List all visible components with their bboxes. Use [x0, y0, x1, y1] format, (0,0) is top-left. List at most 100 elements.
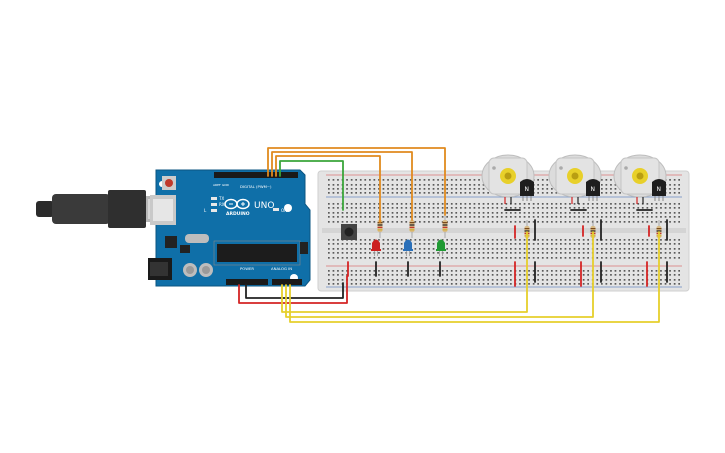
breadboard-hole[interactable] — [378, 212, 380, 214]
breadboard-hole[interactable] — [369, 248, 371, 250]
breadboard-hole[interactable] — [355, 179, 357, 181]
breadboard-hole[interactable] — [391, 252, 394, 254]
breadboard-hole[interactable] — [660, 283, 662, 285]
breadboard-hole[interactable] — [359, 207, 362, 209]
breadboard-hole[interactable] — [578, 216, 580, 218]
breadboard-hole[interactable] — [332, 203, 335, 205]
breadboard-hole[interactable] — [332, 179, 335, 181]
breadboard-hole[interactable] — [623, 216, 626, 218]
breadboard-hole[interactable] — [396, 207, 398, 209]
breadboard-hole[interactable] — [487, 248, 489, 250]
breadboard-hole[interactable] — [500, 257, 503, 259]
breadboard-hole[interactable] — [400, 179, 403, 181]
breadboard-hole[interactable] — [450, 216, 453, 218]
breadboard-hole[interactable] — [446, 270, 448, 272]
breadboard-hole[interactable] — [555, 192, 558, 194]
breadboard-hole[interactable] — [396, 239, 398, 241]
breadboard-hole[interactable] — [446, 279, 448, 281]
breadboard-hole[interactable] — [419, 221, 421, 223]
breadboard-hole[interactable] — [469, 207, 471, 209]
breadboard-hole[interactable] — [460, 184, 462, 186]
breadboard-hole[interactable] — [491, 207, 494, 209]
breadboard-hole[interactable] — [355, 257, 357, 259]
breadboard-hole[interactable] — [537, 203, 539, 205]
breadboard-hole[interactable] — [610, 252, 612, 254]
breadboard-hole[interactable] — [409, 270, 412, 272]
breadboard-hole[interactable] — [387, 188, 389, 190]
breadboard-hole[interactable] — [450, 188, 453, 190]
breadboard-hole[interactable] — [610, 270, 612, 272]
breadboard-hole[interactable] — [409, 257, 412, 259]
breadboard-hole[interactable] — [387, 216, 389, 218]
breadboard-hole[interactable] — [387, 248, 389, 250]
breadboard-hole[interactable] — [487, 192, 489, 194]
breadboard-hole[interactable] — [491, 274, 494, 276]
breadboard-hole[interactable] — [446, 274, 448, 276]
breadboard-hole[interactable] — [541, 188, 544, 190]
breadboard-hole[interactable] — [573, 243, 576, 245]
breadboard-hole[interactable] — [587, 221, 589, 223]
breadboard-hole[interactable] — [564, 270, 567, 272]
breadboard-hole[interactable] — [387, 184, 389, 186]
breadboard-hole[interactable] — [541, 207, 544, 209]
breadboard-hole[interactable] — [428, 207, 430, 209]
breadboard-hole[interactable] — [573, 274, 576, 276]
breadboard-hole[interactable] — [560, 274, 562, 276]
breadboard-hole[interactable] — [614, 252, 617, 254]
breadboard-hole[interactable] — [464, 216, 467, 218]
breadboard-hole[interactable] — [478, 221, 480, 223]
breadboard-hole[interactable] — [455, 243, 458, 245]
breadboard-hole[interactable] — [478, 212, 480, 214]
breadboard-hole[interactable] — [523, 248, 526, 250]
breadboard-hole[interactable] — [423, 179, 426, 181]
breadboard-hole[interactable] — [582, 270, 585, 272]
breadboard-hole[interactable] — [655, 274, 658, 276]
digital-header[interactable] — [214, 172, 298, 178]
breadboard-hole[interactable] — [605, 239, 608, 241]
breadboard-hole[interactable] — [419, 207, 421, 209]
breadboard-hole[interactable] — [610, 274, 612, 276]
breadboard-hole[interactable] — [473, 221, 476, 223]
breadboard-hole[interactable] — [496, 203, 499, 205]
breadboard-hole[interactable] — [505, 252, 508, 254]
leds[interactable] — [371, 239, 446, 257]
breadboard-hole[interactable] — [664, 221, 667, 223]
breadboard-hole[interactable] — [437, 188, 439, 190]
breadboard-hole[interactable] — [350, 212, 353, 214]
breadboard-hole[interactable] — [464, 192, 467, 194]
breadboard-hole[interactable] — [378, 207, 380, 209]
breadboard-hole[interactable] — [332, 248, 335, 250]
breadboard-hole[interactable] — [391, 248, 394, 250]
breadboard-hole[interactable] — [514, 248, 517, 250]
breadboard-hole[interactable] — [409, 283, 412, 285]
breadboard-hole[interactable] — [414, 274, 417, 276]
breadboard-hole[interactable] — [482, 216, 485, 218]
breadboard-hole[interactable] — [569, 221, 571, 223]
breadboard-hole[interactable] — [496, 212, 499, 214]
breadboard-hole[interactable] — [582, 257, 585, 259]
breadboard-hole[interactable] — [373, 270, 376, 272]
breadboard-hole[interactable] — [341, 274, 344, 276]
breadboard-hole[interactable] — [423, 188, 426, 190]
breadboard-hole[interactable] — [569, 243, 571, 245]
breadboard-hole[interactable] — [355, 283, 357, 285]
breadboard-hole[interactable] — [532, 257, 535, 259]
breadboard-hole[interactable] — [464, 239, 467, 241]
breadboard-hole[interactable] — [369, 252, 371, 254]
breadboard-hole[interactable] — [455, 257, 458, 259]
breadboard-hole[interactable] — [655, 248, 658, 250]
breadboard-hole[interactable] — [396, 212, 398, 214]
breadboard-hole[interactable] — [437, 192, 439, 194]
breadboard-hole[interactable] — [332, 239, 335, 241]
breadboard-hole[interactable] — [678, 207, 680, 209]
breadboard-hole[interactable] — [673, 207, 676, 209]
breadboard-hole[interactable] — [478, 283, 480, 285]
breadboard-hole[interactable] — [678, 221, 680, 223]
breadboard-hole[interactable] — [364, 270, 367, 272]
breadboard-hole[interactable] — [546, 179, 549, 181]
breadboard-hole[interactable] — [355, 207, 357, 209]
breadboard-hole[interactable] — [582, 248, 585, 250]
breadboard-hole[interactable] — [514, 212, 517, 214]
breadboard-hole[interactable] — [555, 283, 558, 285]
breadboard-hole[interactable] — [405, 184, 408, 186]
